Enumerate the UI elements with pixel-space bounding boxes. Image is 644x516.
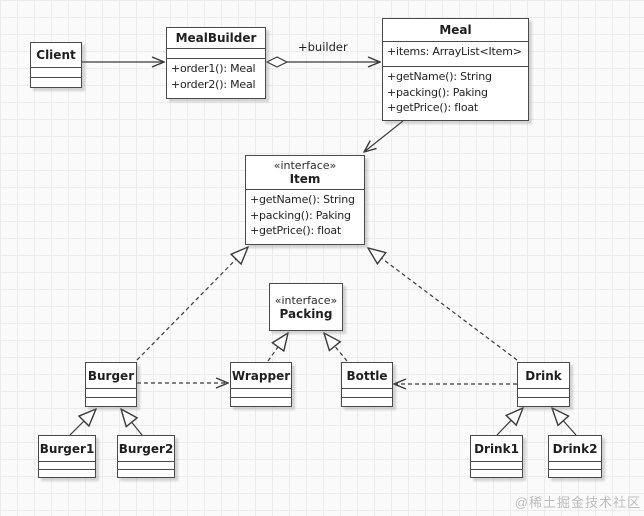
class-meal: Meal +items: ArrayList<Item> +getName():… [382,18,529,121]
class-drink1-attributes-compartment [471,461,522,469]
class-meal-methods-compartment: +getName(): String +packing(): Paking +g… [383,66,528,120]
method: +order2(): Meal [171,77,256,91]
class-mealbuilder: MealBuilder +order1(): Meal +order2(): M… [166,27,266,99]
class-burger1-methods-compartment [39,469,95,477]
interface-packing-title: «interface» Packing [274,293,338,321]
class-meal-attributes-compartment: +items: ArrayList<Item> [383,41,528,66]
interface-item-title: «interface» Item [273,159,337,186]
stereotype: «interface» [273,159,337,172]
method: +getPrice(): float [250,224,342,237]
class-drink-attributes-compartment [518,388,569,397]
class-burger1: Burger1 [38,435,96,478]
method: +getName(): String [387,70,492,83]
class-wrapper-attributes-compartment [231,388,291,397]
class-drink2-title: Drink2 [552,441,598,456]
class-burger2-methods-compartment [118,469,174,477]
class-client: Client [30,42,82,88]
class-wrapper-methods-compartment [231,397,291,406]
class-drink-title: Drink [525,368,562,383]
class-burger2-attributes-compartment [118,461,174,469]
class-client-title: Client [36,48,76,62]
aggregation-role-label: +builder [298,40,348,54]
class-burger-attributes-compartment [86,388,136,397]
generalization-burger2-burger [121,409,143,436]
class-client-attributes-compartment [31,67,81,77]
class-meal-title: Meal [439,23,472,37]
class-mealbuilder-title: MealBuilder [175,31,257,45]
class-drink1: Drink1 [470,435,523,478]
realization-drink-item [368,248,518,361]
class-burger: Burger [85,362,137,407]
interface-packing: «interface» Packing [269,283,343,331]
realization-bottle-packing [324,333,348,362]
method: +order1(): Meal [171,62,256,75]
class-drink: Drink [517,362,570,407]
class-wrapper-title: Wrapper [231,368,291,383]
class-drink-methods-compartment [518,397,569,406]
watermark: @稀土掘金技术社区 [514,495,641,510]
class-bottle: Bottle [341,362,393,407]
generalization-burger1-burger [69,409,96,436]
class-drink2: Drink2 [548,435,602,478]
interface-item-methods-compartment: +getName(): String +packing(): Paking +g… [246,189,364,244]
class-bottle-methods-compartment [342,397,392,406]
association-meal-item [364,120,404,152]
interface-item: «interface» Item +getName(): String +pac… [245,155,365,245]
aggregation-diamond-icon [265,56,289,68]
class-drink1-methods-compartment [471,469,522,477]
class-drink2-methods-compartment [549,469,601,477]
class-burger2: Burger2 [117,435,175,478]
class-burger1-title: Burger1 [39,441,95,456]
method: +packing(): Paking [387,85,488,99]
class-bottle-title: Bottle [346,368,388,383]
class-burger2-title: Burger2 [118,441,174,456]
realization-wrapper-packing [267,333,288,362]
generalization-drink2-drink [552,408,577,436]
class-mealbuilder-attributes-compartment [167,48,265,58]
attribute: +items: ArrayList<Item> [387,45,522,58]
method: +packing(): Paking [250,208,351,222]
method: +getPrice(): float [387,101,479,114]
class-burger-title: Burger [87,368,135,383]
class-drink2-attributes-compartment [549,461,601,469]
class-burger1-attributes-compartment [39,461,95,469]
class-bottle-attributes-compartment [342,388,392,397]
class-drink1-title: Drink1 [474,441,519,456]
class-wrapper: Wrapper [230,362,292,407]
method: +getName(): String [250,193,355,206]
class-client-methods-compartment [31,77,81,87]
class-burger-methods-compartment [86,397,136,406]
class-mealbuilder-methods-compartment: +order1(): Meal +order2(): Meal [167,58,265,98]
generalization-drink1-drink [496,408,523,436]
stereotype: «interface» [274,293,338,307]
realization-burger-item [136,247,248,361]
